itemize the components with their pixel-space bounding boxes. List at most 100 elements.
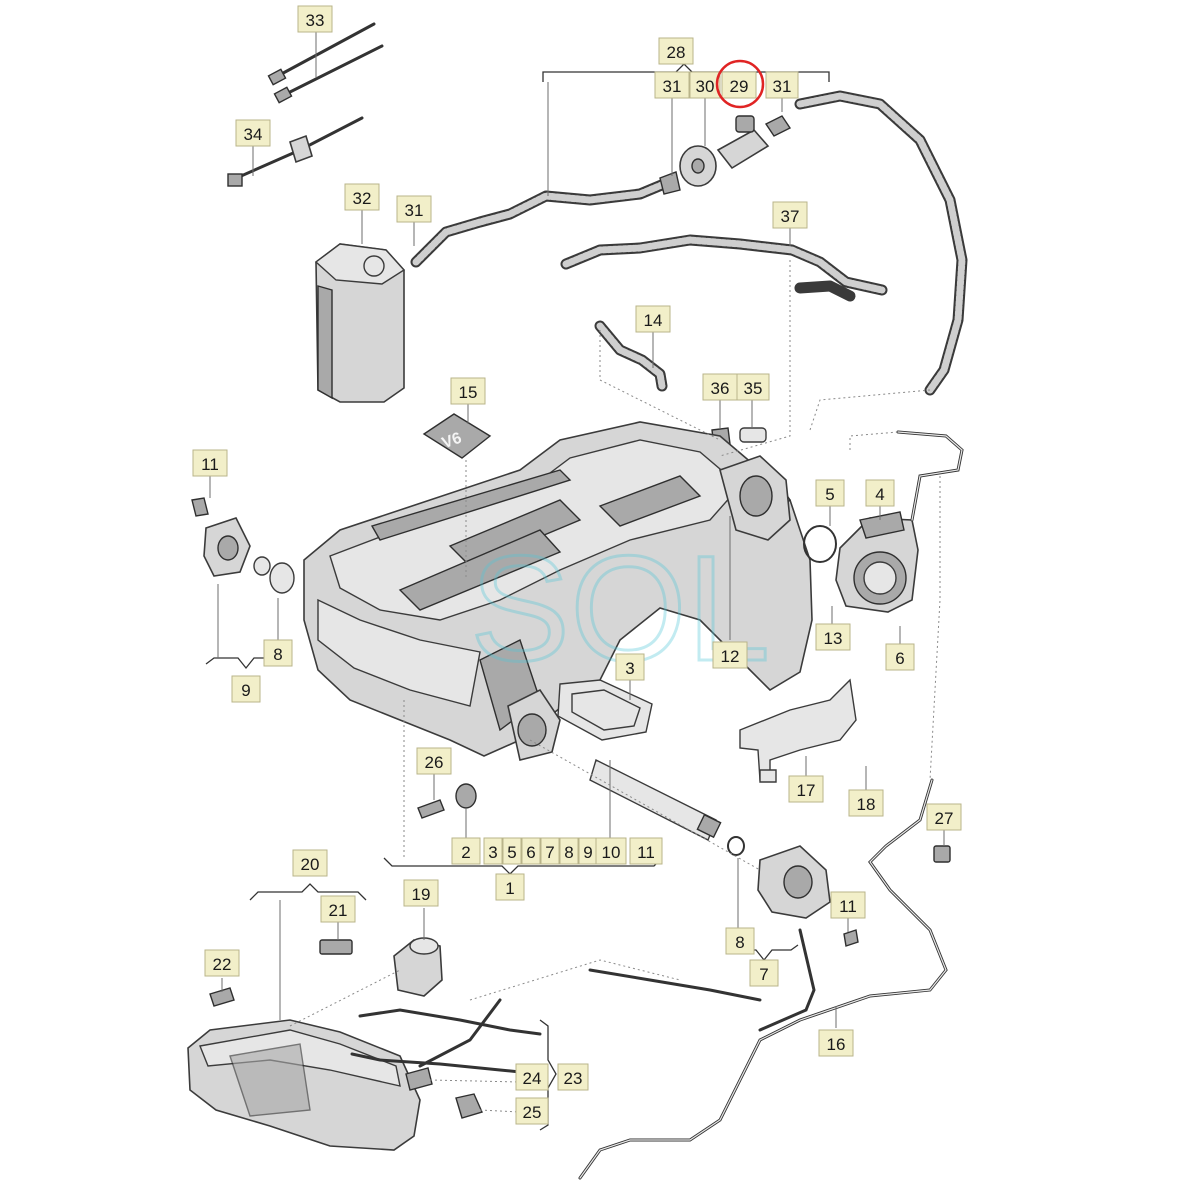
connector-24 [405, 1067, 433, 1091]
callout-16[interactable]: 16 [818, 1029, 854, 1057]
svg-text:19: 19 [412, 885, 431, 904]
callout-31[interactable]: 31 [654, 71, 690, 99]
svg-text:29: 29 [730, 77, 749, 96]
callout-15[interactable]: 15 [450, 377, 486, 405]
callout-28[interactable]: 28 [658, 37, 694, 65]
callout-8[interactable]: 8 [263, 639, 293, 667]
cable-tie-33 [267, 22, 384, 104]
callout-10[interactable]: 10 [595, 837, 627, 865]
svg-text:27: 27 [935, 809, 954, 828]
callout-5[interactable]: 5 [815, 479, 845, 507]
callout-29[interactable]: 29 [721, 71, 757, 99]
svg-text:14: 14 [644, 311, 663, 330]
cable-clip-34 [227, 116, 364, 187]
callout-8[interactable]: 8 [559, 837, 579, 865]
svg-text:5: 5 [507, 843, 516, 862]
callout-22[interactable]: 22 [204, 949, 240, 977]
callout-7[interactable]: 7 [749, 959, 779, 987]
svg-text:33: 33 [306, 11, 325, 30]
svg-text:9: 9 [583, 843, 592, 862]
svg-text:1: 1 [505, 879, 514, 898]
svg-text:35: 35 [744, 379, 763, 398]
svg-text:12: 12 [721, 647, 740, 666]
callout-30[interactable]: 30 [689, 71, 721, 99]
highlight-circle-29 [715, 59, 765, 109]
svg-text:4: 4 [875, 485, 884, 504]
svg-text:11: 11 [637, 843, 655, 862]
svg-text:8: 8 [564, 843, 573, 862]
callout-8[interactable]: 8 [725, 927, 755, 955]
callout-26[interactable]: 26 [416, 747, 452, 775]
svg-text:11: 11 [839, 897, 857, 916]
runner-rail-10 [589, 759, 722, 841]
callout-24[interactable]: 24 [515, 1063, 549, 1091]
badge-15: V6 [422, 413, 492, 459]
svg-text:18: 18 [857, 795, 876, 814]
callout-14[interactable]: 14 [635, 305, 671, 333]
svg-text:3: 3 [625, 659, 634, 678]
svg-text:31: 31 [773, 77, 792, 96]
intake-manifold-1 [303, 421, 813, 761]
svg-text:31: 31 [663, 77, 682, 96]
callout-4[interactable]: 4 [865, 479, 895, 507]
svg-text:36: 36 [711, 379, 730, 398]
svg-text:7: 7 [545, 843, 554, 862]
callout-3[interactable]: 3 [483, 837, 503, 865]
callout-21[interactable]: 21 [320, 895, 356, 923]
callout-6[interactable]: 6 [885, 643, 915, 671]
plug-2 [455, 783, 477, 809]
callout-35[interactable]: 35 [736, 373, 770, 401]
callout-20[interactable]: 20 [292, 849, 328, 877]
callout-13[interactable]: 13 [815, 623, 851, 651]
engine-cover-20 [187, 939, 421, 1151]
callout-9[interactable]: 9 [578, 837, 598, 865]
callout-2[interactable]: 2 [451, 837, 481, 865]
callout-11[interactable]: 11 [192, 449, 228, 477]
bolt-22 [209, 987, 235, 1007]
callout-9[interactable]: 9 [231, 675, 261, 703]
svg-text:13: 13 [824, 629, 843, 648]
callout-18[interactable]: 18 [848, 789, 884, 817]
callout-31[interactable]: 31 [765, 71, 799, 99]
svg-text:30: 30 [696, 77, 715, 96]
callout-33[interactable]: 33 [297, 5, 333, 33]
callout-23[interactable]: 23 [557, 1063, 589, 1091]
callout-31[interactable]: 31 [396, 195, 432, 223]
svg-text:37: 37 [781, 207, 800, 226]
callout-36[interactable]: 36 [702, 373, 738, 401]
gasket-3 [557, 679, 653, 741]
callout-37[interactable]: 37 [772, 201, 808, 229]
callout-25[interactable]: 25 [515, 1097, 549, 1125]
connector-25 [455, 1093, 483, 1119]
svg-text:26: 26 [425, 753, 444, 772]
callout-1[interactable]: 1 [495, 873, 525, 901]
svg-text:5: 5 [825, 485, 834, 504]
callout-34[interactable]: 34 [235, 119, 271, 147]
vacuum-lines [350, 430, 964, 1180]
svg-text:2: 2 [461, 843, 470, 862]
svg-text:6: 6 [895, 649, 904, 668]
svg-text:7: 7 [759, 965, 768, 984]
flange-7 [727, 836, 859, 947]
svg-text:25: 25 [523, 1103, 542, 1122]
callout-6[interactable]: 6 [521, 837, 541, 865]
svg-text:8: 8 [735, 933, 744, 952]
callout-11[interactable]: 11 [830, 891, 866, 919]
callout-27[interactable]: 27 [926, 803, 962, 831]
callout-11[interactable]: 11 [629, 837, 663, 865]
callout-17[interactable]: 17 [788, 775, 824, 803]
callout-5[interactable]: 5 [502, 837, 522, 865]
svg-text:31: 31 [405, 201, 424, 220]
callout-32[interactable]: 32 [344, 183, 380, 211]
callout-12[interactable]: 12 [712, 641, 748, 669]
callout-19[interactable]: 19 [403, 879, 439, 907]
bolt-26 [417, 799, 445, 819]
svg-text:9: 9 [241, 681, 250, 700]
callout-7[interactable]: 7 [540, 837, 560, 865]
throttle-body-4 [803, 511, 919, 613]
callout-3[interactable]: 3 [615, 653, 645, 681]
callouts: 33 34 32 31 28 31 30 29 31 37 14 36 35 1… [192, 5, 962, 1125]
svg-text:11: 11 [201, 455, 219, 474]
valve-9 [191, 497, 295, 594]
